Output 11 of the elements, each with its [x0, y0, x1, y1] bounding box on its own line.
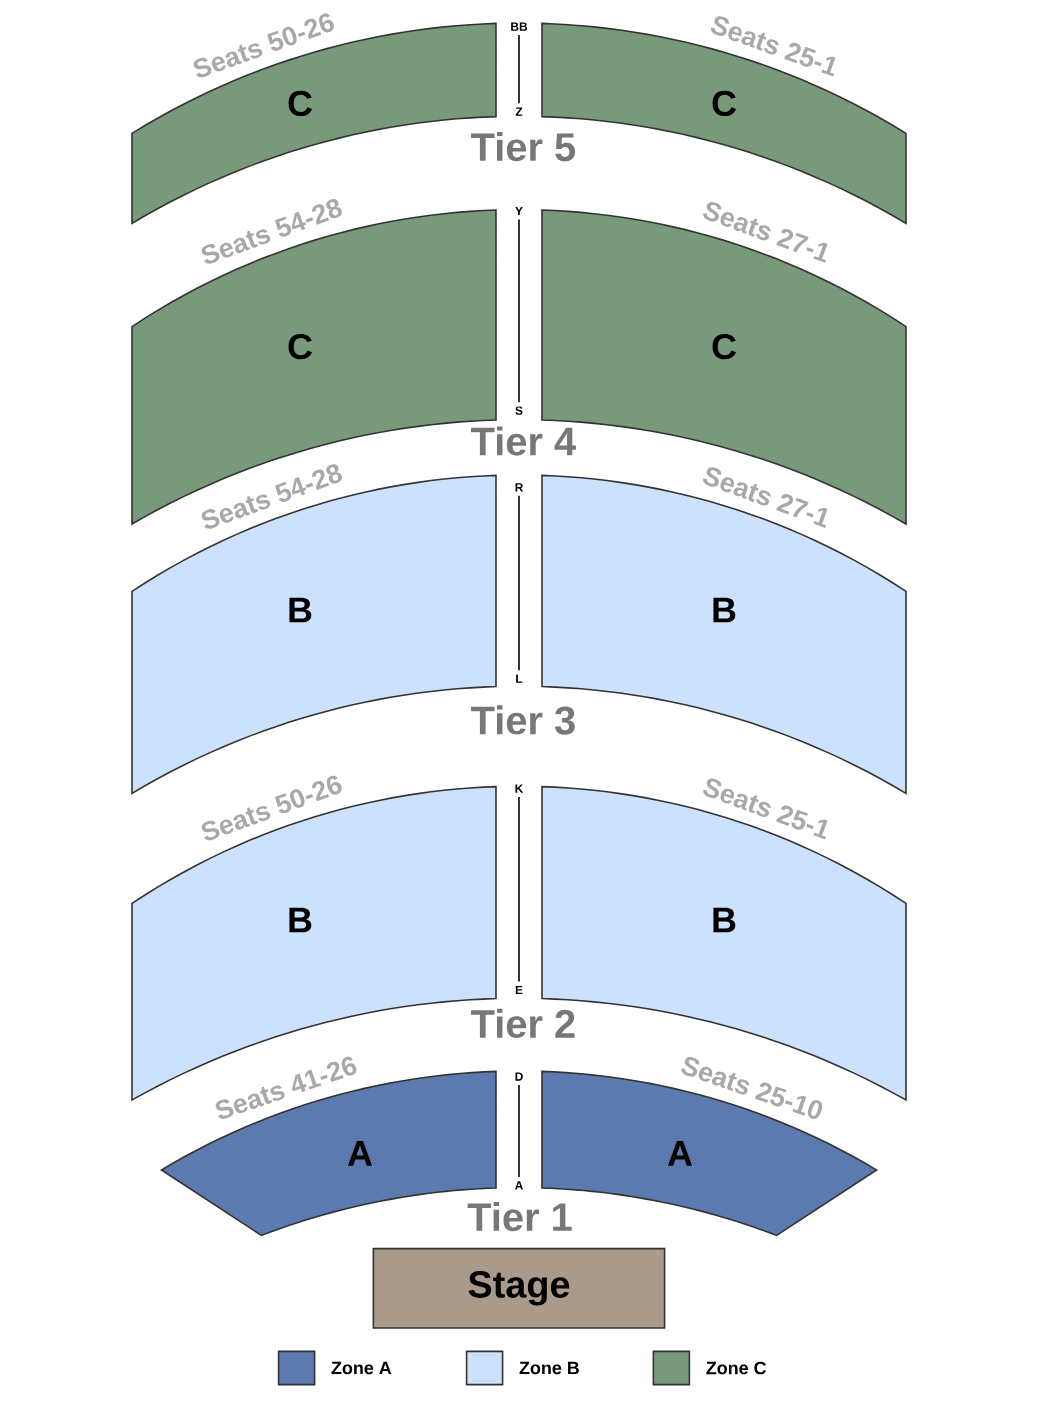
stage-box: Stage	[372, 1247, 666, 1329]
seat-range-label: Seats 54-28	[201, 464, 342, 529]
tier-label: Tier 3	[471, 705, 575, 735]
seat-range-label: Seats 25-1	[711, 16, 836, 77]
seat-range-label: Seats 25-1	[703, 778, 828, 840]
tier-label: Tier 2	[471, 1008, 575, 1038]
seat-range-label: Seats 50-26	[201, 775, 342, 841]
legend-label: Zone C	[706, 1361, 767, 1375]
legend-label: Zone B	[519, 1361, 579, 1375]
seat-range-label: Seats 27-1	[703, 467, 828, 528]
legend-label: Zone A	[331, 1361, 392, 1375]
